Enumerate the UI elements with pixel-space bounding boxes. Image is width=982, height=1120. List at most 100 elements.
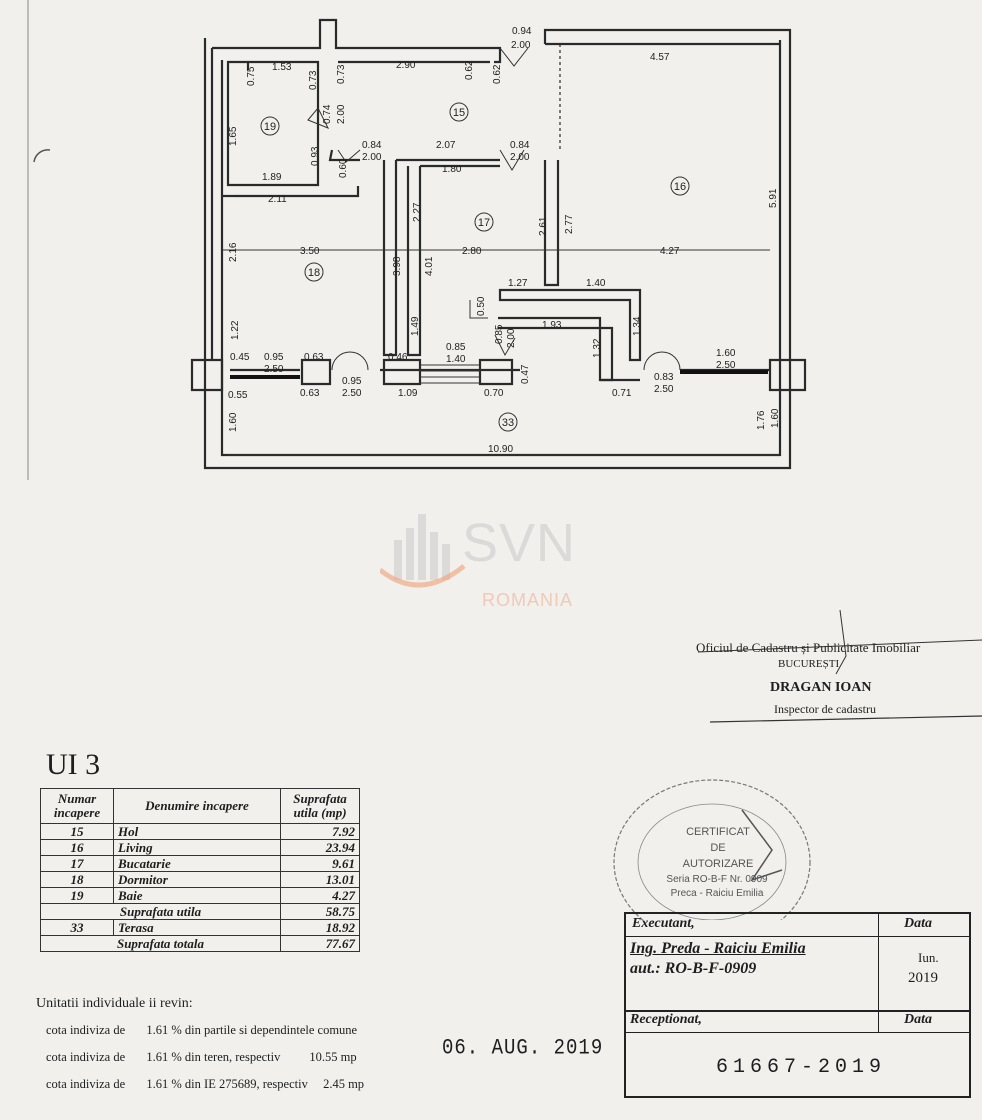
dimension-text: 0.74 [322,104,333,124]
dimension-text: 1.80 [442,164,462,175]
room-name: Bucatarie [113,855,281,872]
table-header-row: Numar incapere Denumire incapere Suprafa… [40,788,360,824]
dimension-text: 0.95 [264,352,284,363]
receptionat-label: Receptionat, [630,1012,702,1027]
useful-area-value: 58.75 [280,903,360,920]
room-area: 13.01 [280,871,360,888]
dimension-text: 0.45 [230,352,250,363]
dimension-text: 4.01 [424,256,435,276]
dimension-text: 2.50 [342,388,362,399]
dimension-text: 2.61 [538,216,549,236]
dimension-text: 1.76 [756,410,767,430]
note-percent: 1.61 [146,1077,169,1091]
dimension-text: 2.50 [654,384,674,395]
table-row: 15 Hol 7.92 [40,823,360,840]
dimension-text: 0.93 [310,146,321,166]
executant-authorization: aut.: RO-B-F-0909 [630,960,757,977]
seal-line-5: Preca - Raiciu Emilia [670,888,764,899]
total-area-label: Suprafata totala [40,935,281,952]
executant-label: Executant, [632,916,695,931]
room-area: 7.92 [280,823,360,840]
room-number: 18 [40,871,114,888]
dimension-text: 2.50 [716,360,736,371]
note-line-1: cota indiviza de 1.61 % din partile si d… [36,1017,364,1044]
notes-heading: Unitatii individuale ii revin: [36,996,193,1011]
dimension-text: 10.90 [488,444,513,455]
table-row: 18 Dormitor 13.01 [40,871,360,888]
note-line-2: cota indiviza de 1.61 % din teren, respe… [36,1044,364,1071]
dimension-text: 1.49 [410,316,421,336]
room-name: Hol [113,823,281,840]
dimension-text: 2.00 [362,152,382,163]
dimension-text: 1.93 [542,320,562,331]
note-unit: mp [348,1077,365,1091]
note-text: % din IE 275689, respectiv [171,1077,308,1091]
dimension-text: 0.47 [520,364,531,384]
rooms-table: Numar incapere Denumire incapere Suprafa… [40,788,360,952]
executant-box: Executant, Data Ing. Preda - Raiciu Emil… [624,912,971,1098]
dimension-text: 0.94 [512,26,532,37]
inspector-title: Inspector de cadastru [774,702,876,716]
dimension-text: 1.60 [716,348,736,359]
note-text: cota indiviza de [46,1050,126,1064]
room-number-15: 15 [453,107,465,119]
dimension-text: 2.11 [268,194,287,205]
executant-year: 2019 [908,970,938,986]
terrace-number: 33 [40,919,114,936]
dimension-text: 1.09 [398,388,418,399]
useful-area-label: Suprafata utila [40,903,281,920]
room-area: 4.27 [280,887,360,904]
dimension-text: 0.95 [342,376,362,387]
dimension-text: 0.46 [388,352,408,363]
dimension-text: 0.73 [308,70,319,90]
note-value: 10.55 [309,1050,338,1064]
dimension-text: 0.84 [510,140,530,151]
dimension-text: 0.62 [464,60,475,80]
dimension-text: 0.84 [362,140,382,151]
dimension-text: 3.98 [392,256,403,276]
dimension-text: 2.77 [564,214,575,234]
authorization-seal [613,779,811,920]
date-stamp: 06. AUG. 2019 [442,1035,604,1061]
room-number: 15 [40,823,114,840]
dimension-text: 2.00 [510,152,530,163]
dimension-text: 4.27 [660,246,680,257]
room-number: 16 [40,839,114,856]
dimension-text: 2.80 [462,246,482,257]
header-name: Denumire incapere [113,788,281,824]
dimension-text: 0.60 [338,158,349,178]
room-area: 23.94 [280,839,360,856]
dimension-text: 1.34 [632,316,643,336]
share-notes: Unitatii individuale ii revin: cota indi… [36,990,364,1098]
dimension-text: 2.00 [511,40,531,51]
dimension-text: 0.62 [492,64,503,84]
dimension-text: 2.27 [412,202,423,222]
note-text: cota indiviza de [46,1023,126,1037]
dimension-text: 1.22 [230,320,241,340]
room-name: Living [113,839,281,856]
room-name: Baie [113,887,281,904]
dimension-text: 1.40 [446,354,466,365]
table-row: 17 Bucatarie 9.61 [40,855,360,872]
dimension-text: 1.53 [272,62,292,73]
data-label: Data [904,916,932,931]
dimension-text: 5.91 [768,188,779,208]
dimension-text: 0.85 [446,342,466,353]
dimension-text: 2.16 [228,242,239,262]
note-line-3: cota indiviza de 1.61 % din IE 275689, r… [36,1071,364,1098]
terrace-row: 33 Terasa 18.92 [40,919,360,936]
dimension-text: 3.50 [300,246,320,257]
note-unit: mp [340,1050,357,1064]
useful-area-row: Suprafata utila 58.75 [40,903,360,920]
dimension-text: 0.83 [654,372,674,383]
watermark-sub: ROMANIA [482,590,574,610]
executant-name: Ing. Preda - Raiciu Emilia [630,940,806,957]
header-number: Numar incapere [40,788,114,824]
dimension-text: 1.65 [228,126,239,146]
dimension-text: 0.73 [336,64,347,84]
room-number: 19 [40,887,114,904]
dimension-text: 1.89 [262,172,282,183]
floor-plan: 0.94 2.00 4.57 1.53 2.90 0.75 0.73 0.73 … [27,0,807,480]
terrace-area: 18.92 [280,919,360,936]
